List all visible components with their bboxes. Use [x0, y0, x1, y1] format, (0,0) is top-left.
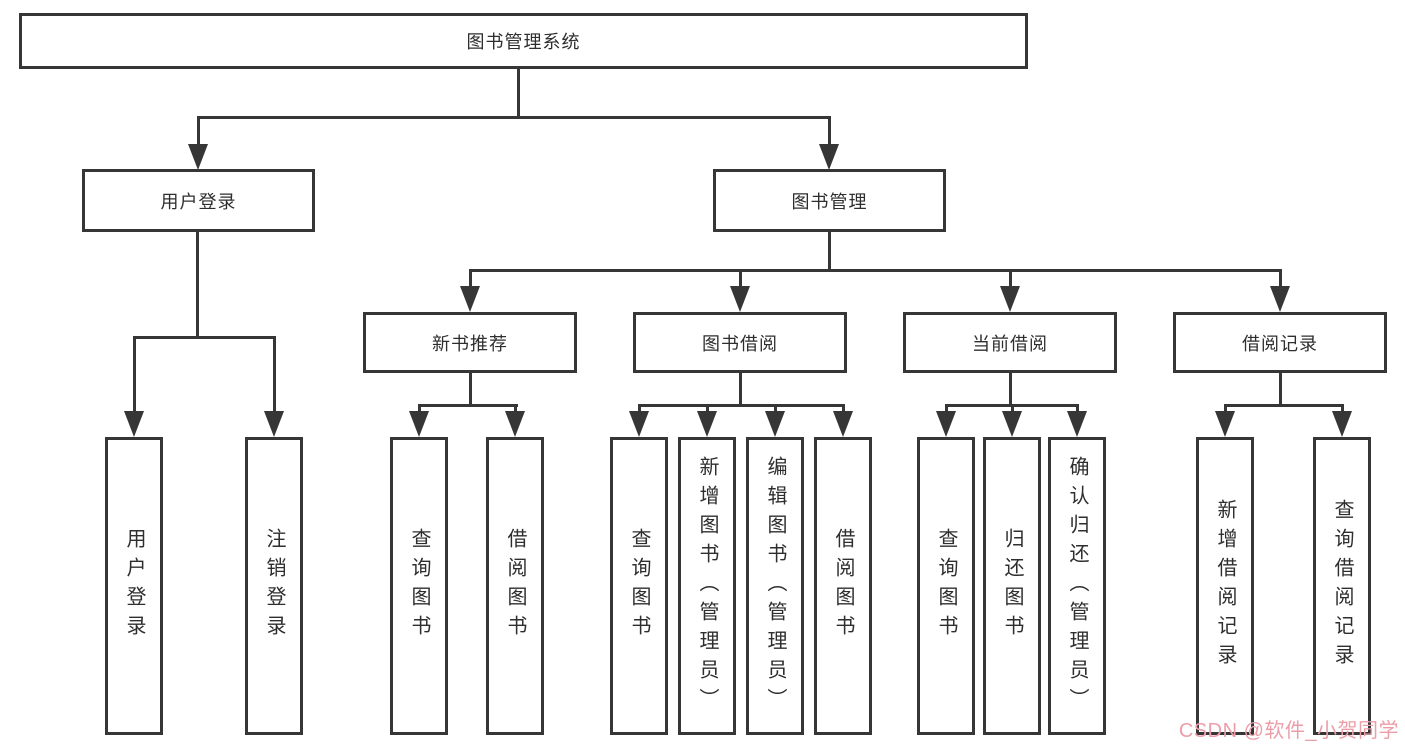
arrow-down-icon [1270, 269, 1290, 312]
leaf-label: 新增借阅记录 [1214, 499, 1236, 673]
csdn-watermark: CSDN @软件_小贺同学 [1178, 720, 1399, 742]
arrow-down-icon [730, 269, 750, 312]
leaf-confirm-return-admin: 确认归还（管理员） [1048, 437, 1106, 735]
node-label: 当前借阅 [972, 333, 1048, 354]
connector-line [1279, 373, 1282, 406]
leaf-add-borrow-record: 新增借阅记录 [1196, 437, 1254, 735]
leaf-label: 借阅图书 [504, 528, 526, 644]
leaf-label: 查询图书 [935, 528, 957, 644]
arrow-down-icon [124, 336, 144, 437]
arrow-down-icon [1332, 404, 1352, 437]
arrow-down-icon [1000, 269, 1020, 312]
arrow-down-icon [409, 404, 429, 437]
arrow-down-icon [1067, 404, 1087, 437]
leaf-borrow-books: 借阅图书 [486, 437, 544, 735]
node-borrowing-records: 借阅记录 [1173, 312, 1387, 373]
leaf-label: 借阅图书 [832, 528, 854, 644]
leaf-label: 注销登录 [263, 528, 285, 644]
arrow-down-icon [833, 404, 853, 437]
leaf-query-books: 查询图书 [917, 437, 975, 735]
arrow-down-icon [460, 269, 480, 312]
leaf-label: 编辑图书（管理员） [764, 455, 786, 717]
connector-line [196, 232, 199, 338]
connector-line [517, 69, 520, 118]
leaf-query-borrow-record: 查询借阅记录 [1313, 437, 1371, 735]
arrow-down-icon [1215, 404, 1235, 437]
leaf-label: 查询图书 [628, 528, 650, 644]
arrow-down-icon [188, 116, 208, 170]
node-label: 新书推荐 [432, 333, 508, 354]
node-new-book-recommendation: 新书推荐 [363, 312, 577, 373]
arrow-down-icon [936, 404, 956, 437]
leaf-label: 归还图书 [1001, 528, 1023, 644]
leaf-query-books: 查询图书 [610, 437, 668, 735]
leaf-borrow-books: 借阅图书 [814, 437, 872, 735]
leaf-user-login: 用户登录 [105, 437, 163, 735]
node-book-borrowing: 图书借阅 [633, 312, 847, 373]
leaf-edit-books-admin: 编辑图书（管理员） [746, 437, 804, 735]
connector-line [828, 232, 831, 272]
arrow-down-icon [765, 404, 785, 437]
connector-line [638, 404, 845, 407]
leaf-return-books: 归还图书 [983, 437, 1041, 735]
node-label: 用户登录 [160, 191, 237, 212]
arrow-down-icon [505, 404, 525, 437]
node-label: 图书借阅 [702, 333, 778, 354]
arrow-down-icon [1002, 404, 1022, 437]
node-current-borrowing: 当前借阅 [903, 312, 1117, 373]
leaf-label: 确认归还（管理员） [1066, 455, 1088, 717]
arrow-down-icon [697, 404, 717, 437]
leaf-query-books: 查询图书 [390, 437, 448, 735]
leaf-label: 新增图书（管理员） [696, 455, 718, 717]
node-label: 图书管理 [791, 191, 868, 212]
connector-line [197, 116, 831, 119]
connector-line [1224, 404, 1344, 407]
arrow-down-icon [629, 404, 649, 437]
connector-line [469, 269, 1282, 272]
leaf-add-books-admin: 新增图书（管理员） [678, 437, 736, 735]
node-label: 图书管理系统 [466, 32, 581, 52]
connector-line [133, 336, 276, 339]
node-user-login: 用户登录 [82, 169, 315, 232]
connector-line [418, 404, 518, 407]
arrow-down-icon [819, 116, 839, 170]
leaf-label: 用户登录 [123, 528, 145, 644]
node-label: 借阅记录 [1242, 333, 1318, 354]
connector-line [739, 373, 742, 406]
arrow-down-icon [264, 336, 284, 437]
leaf-logout: 注销登录 [245, 437, 303, 735]
node-book-management: 图书管理 [713, 169, 946, 232]
leaf-label: 查询图书 [408, 528, 430, 644]
leaf-label: 查询借阅记录 [1331, 499, 1353, 673]
node-library-management-system: 图书管理系统 [19, 13, 1028, 69]
connector-line [469, 373, 472, 406]
connector-line [1009, 373, 1012, 406]
